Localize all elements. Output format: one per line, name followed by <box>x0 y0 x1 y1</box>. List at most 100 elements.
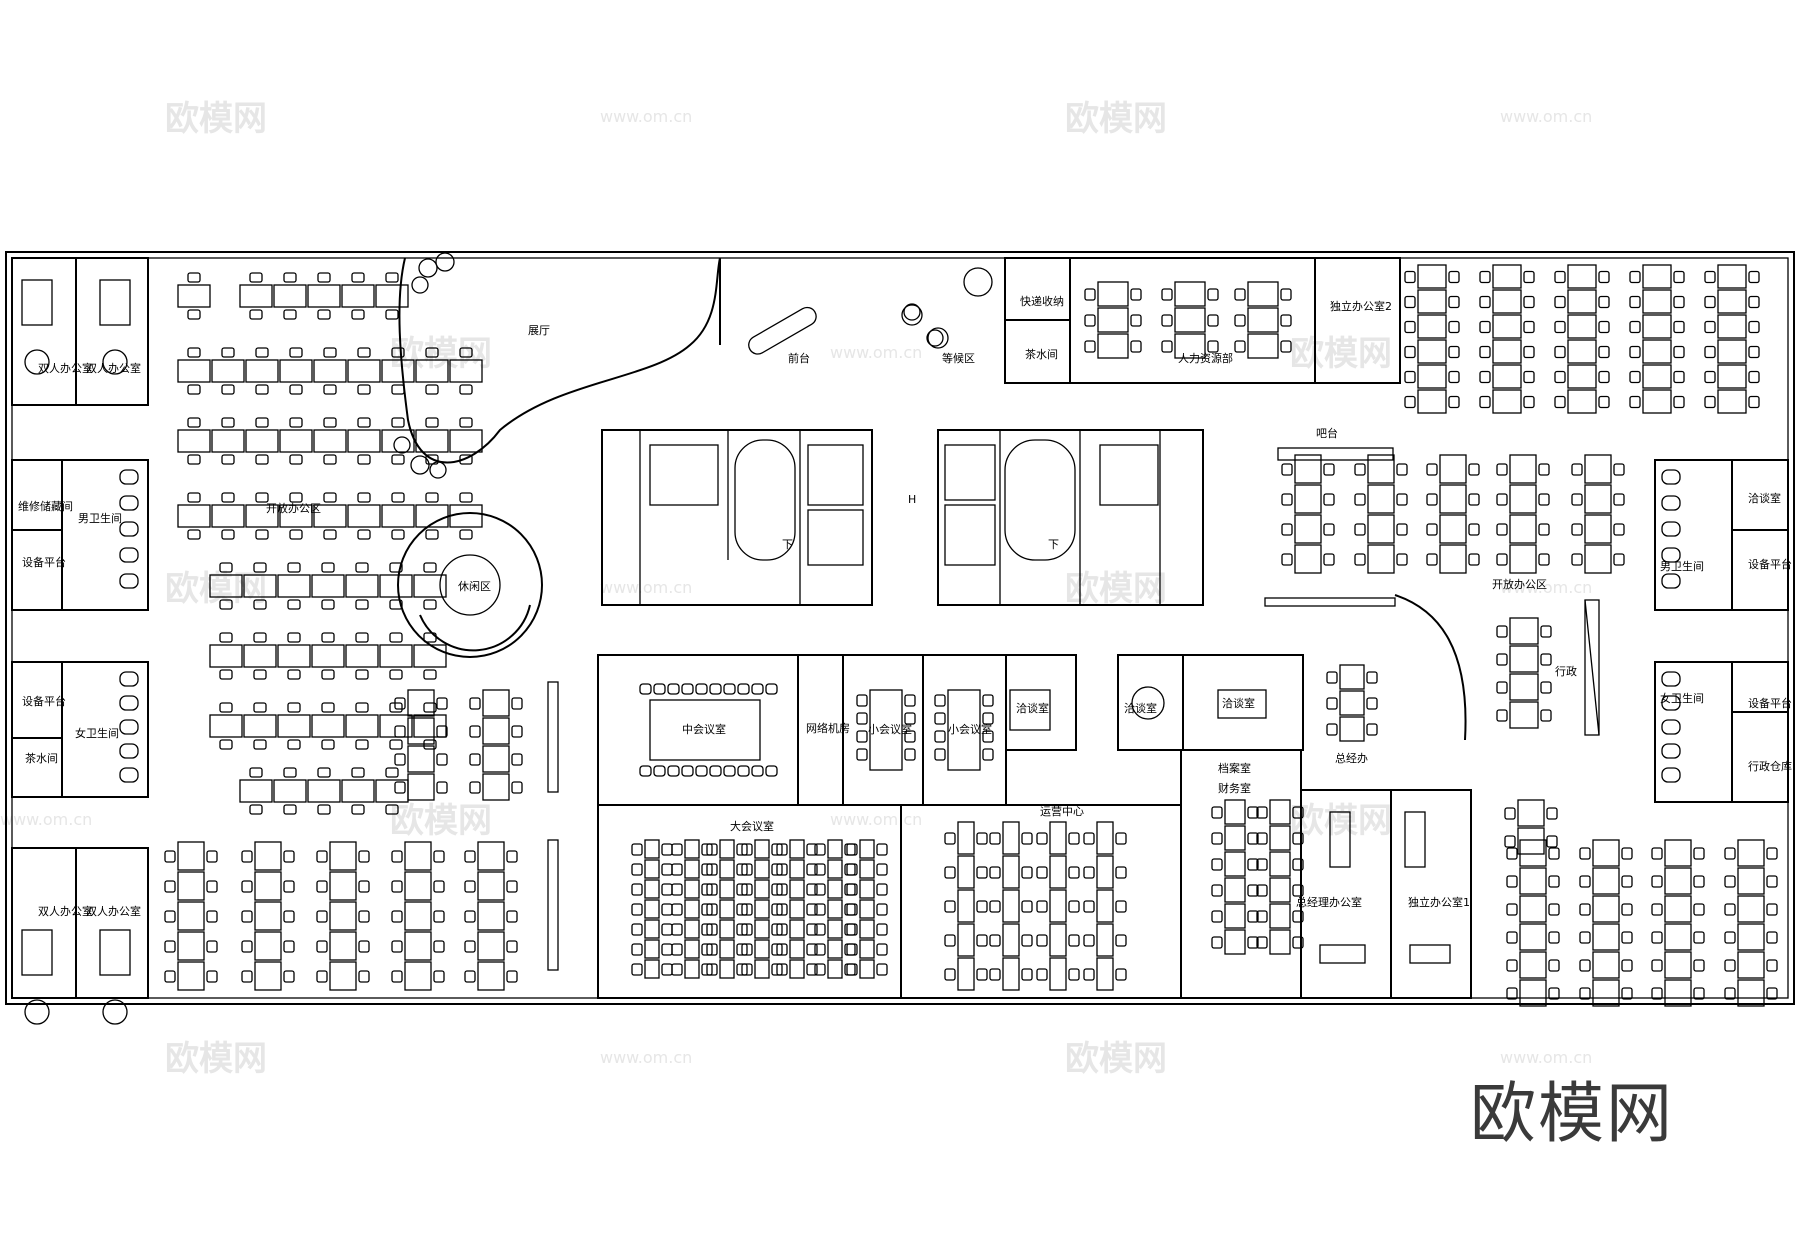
chair <box>982 712 994 725</box>
chair <box>317 804 331 815</box>
desk <box>1492 364 1522 389</box>
chair <box>358 940 370 953</box>
chair <box>1207 288 1219 301</box>
chair <box>723 765 736 777</box>
desk <box>1002 821 1020 855</box>
chair <box>846 883 858 896</box>
chair <box>316 910 328 923</box>
chair <box>1571 493 1583 506</box>
chair <box>765 765 778 777</box>
chair <box>355 669 369 680</box>
chair <box>1468 553 1480 566</box>
chair <box>814 863 826 876</box>
chair <box>1161 288 1173 301</box>
partition-screen <box>547 681 559 793</box>
chair <box>391 910 403 923</box>
desk <box>859 879 875 899</box>
chair <box>751 765 764 777</box>
chair <box>1598 320 1610 334</box>
desk <box>1717 314 1747 339</box>
desk <box>1717 339 1747 364</box>
chair <box>1161 340 1173 353</box>
desk <box>1517 827 1545 855</box>
chair <box>806 903 818 916</box>
desk <box>754 939 770 959</box>
chair <box>1748 395 1760 409</box>
chair <box>389 669 403 680</box>
room-label-mens-wc: 男卫生间 <box>78 511 122 525</box>
chair <box>357 347 371 358</box>
desk <box>957 855 975 889</box>
chair <box>1629 345 1641 359</box>
desk <box>211 504 245 528</box>
chair <box>944 900 956 913</box>
desk <box>211 359 245 383</box>
chair <box>283 272 297 283</box>
chair <box>289 417 303 428</box>
watermark-logo: 欧模网 <box>165 569 267 609</box>
chair <box>221 347 235 358</box>
desk <box>239 779 273 803</box>
round-table <box>102 349 128 375</box>
chair <box>989 866 1001 879</box>
chair <box>317 309 331 320</box>
round-table <box>24 349 50 375</box>
desk <box>859 899 875 919</box>
chair <box>1479 270 1491 284</box>
room-label-double-office: 双人办公室 <box>38 904 93 918</box>
chair <box>1724 847 1736 860</box>
desk <box>345 714 379 738</box>
chair <box>1323 523 1335 536</box>
chair <box>1579 903 1591 916</box>
chair <box>1506 987 1518 1000</box>
chair <box>1036 934 1048 947</box>
chair <box>1292 806 1304 819</box>
desk <box>311 644 345 668</box>
desk <box>329 871 357 901</box>
chair <box>1021 866 1033 879</box>
chair <box>355 632 369 643</box>
chair <box>164 970 176 983</box>
desk <box>1592 979 1620 1007</box>
desk <box>1737 867 1765 895</box>
chair <box>876 963 888 976</box>
desk <box>957 821 975 855</box>
chair <box>1523 370 1535 384</box>
desk <box>1717 364 1747 389</box>
watermark-url: www.om.cn <box>600 1048 692 1067</box>
chair <box>255 492 269 503</box>
desk <box>279 359 313 383</box>
chair <box>639 683 652 695</box>
chair <box>241 970 253 983</box>
chair <box>1021 900 1033 913</box>
desk <box>177 429 211 453</box>
chair <box>1396 523 1408 536</box>
chair <box>1256 884 1268 897</box>
room-label-private-office-2: 独立办公室2 <box>1330 299 1392 313</box>
chair <box>423 702 437 713</box>
desk <box>1002 957 1020 991</box>
chair <box>316 970 328 983</box>
desk <box>1642 264 1672 289</box>
chair <box>1448 270 1460 284</box>
desk <box>329 901 357 931</box>
desk <box>684 879 700 899</box>
desk <box>1269 825 1291 851</box>
chair <box>389 702 403 713</box>
chair <box>814 883 826 896</box>
round-table <box>24 999 50 1025</box>
chair <box>661 863 673 876</box>
chair <box>1554 370 1566 384</box>
desk <box>1269 929 1291 955</box>
chair <box>187 347 201 358</box>
chair <box>1326 723 1338 736</box>
watermark-logo: 欧模网 <box>1065 569 1167 609</box>
chair <box>667 683 680 695</box>
chair <box>357 454 371 465</box>
chair <box>1115 866 1127 879</box>
desk <box>644 879 660 899</box>
chair <box>701 883 713 896</box>
chair <box>1538 553 1550 566</box>
chair <box>469 697 481 710</box>
desk <box>957 923 975 957</box>
